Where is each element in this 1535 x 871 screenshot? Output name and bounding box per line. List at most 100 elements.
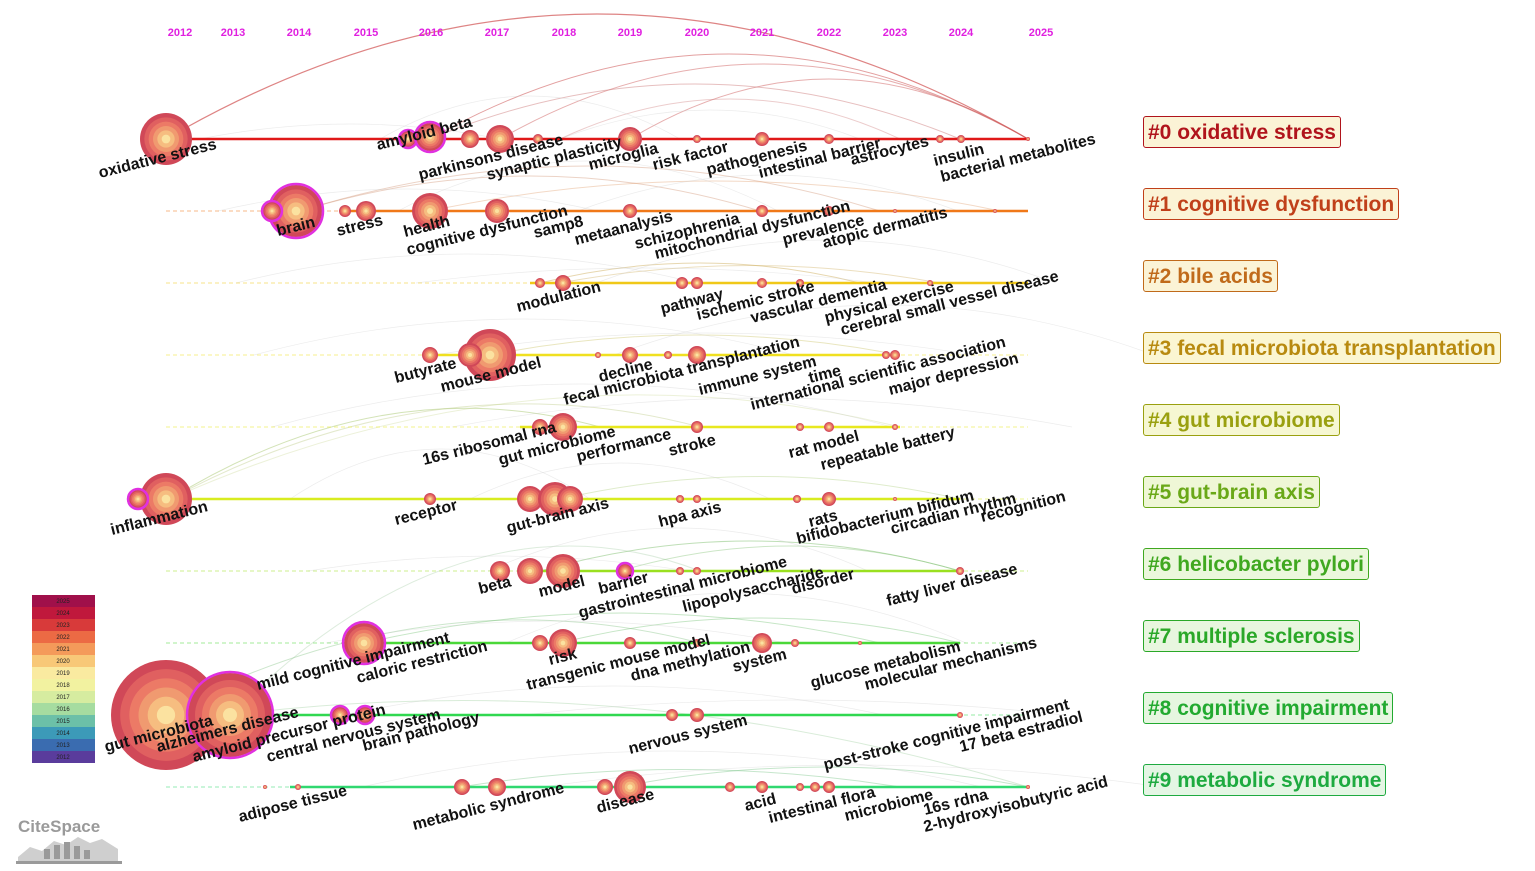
node-ring <box>427 134 433 140</box>
year-label: 2025 <box>1029 27 1053 39</box>
node-ring <box>156 705 176 725</box>
year-label: 2015 <box>354 27 378 39</box>
node-ring <box>344 210 346 212</box>
node-ring <box>696 642 698 644</box>
keyword-node <box>549 413 577 441</box>
node-ring <box>894 354 896 356</box>
keyword-node <box>557 486 583 512</box>
legend-year-label: 2024 <box>56 611 70 617</box>
keyword-label: risk <box>547 645 579 668</box>
node-ring <box>495 785 499 789</box>
node-ring <box>270 209 274 213</box>
node-ring <box>1027 138 1029 140</box>
citation-arc <box>165 13 1029 140</box>
keyword-node <box>882 351 890 359</box>
node-ring <box>696 498 698 500</box>
legend-swatch <box>32 727 95 739</box>
node-ring <box>959 714 961 716</box>
node-centrality-ring <box>185 670 275 760</box>
cluster-label: #8 cognitive impairment <box>1143 692 1394 724</box>
keyword-node <box>688 346 706 364</box>
citation-arc <box>429 83 961 140</box>
keyword-node <box>791 639 799 647</box>
keyword-node <box>532 419 548 435</box>
node-ring <box>538 641 542 645</box>
node-ring <box>223 708 237 722</box>
node-ring <box>428 353 432 357</box>
node-ring <box>696 570 698 572</box>
keyword-node <box>555 275 571 291</box>
citation-arc <box>397 160 779 212</box>
keyword-node <box>693 135 701 143</box>
node-ring <box>679 570 681 572</box>
keyword-node <box>464 329 516 381</box>
legend-swatch <box>32 619 95 631</box>
keyword-node <box>823 781 835 793</box>
keyword-node <box>822 492 836 506</box>
node-ring <box>695 713 699 717</box>
keyword-node <box>140 113 192 165</box>
keyword-node <box>517 486 543 512</box>
legend-year-label: 2015 <box>56 719 70 725</box>
citation-arc <box>577 174 959 212</box>
node-ring <box>828 138 830 140</box>
node-ring <box>552 496 558 502</box>
node-ring <box>360 639 368 647</box>
citation-arc <box>629 78 1029 140</box>
legend-swatch <box>32 667 95 679</box>
keyword-node <box>796 423 804 431</box>
citation-arc <box>415 267 877 284</box>
node-ring <box>629 642 631 644</box>
legend-swatch <box>32 703 95 715</box>
keyword-node <box>535 278 545 288</box>
keyword-node <box>422 347 438 363</box>
node-ring <box>827 497 831 501</box>
keyword-node <box>260 199 284 223</box>
keyword-node <box>458 343 482 367</box>
node-ring <box>994 210 996 212</box>
node-ring <box>794 642 796 644</box>
year-label: 2018 <box>552 27 576 39</box>
citation-arc <box>489 334 901 356</box>
keyword-node <box>693 495 701 503</box>
node-ring <box>161 494 171 504</box>
keyword-node <box>858 641 862 645</box>
legend-year-label: 2017 <box>56 695 70 701</box>
keyword-node <box>752 633 772 653</box>
node-ring <box>338 713 342 717</box>
node-centrality-ring <box>615 561 635 581</box>
year-color-legend: 2025202420232022202120202019201820172016… <box>32 595 95 763</box>
node-ring <box>729 786 731 788</box>
keyword-node <box>756 205 768 217</box>
node-ring <box>460 785 464 789</box>
citation-arc <box>169 394 901 500</box>
node-ring <box>679 498 681 500</box>
keyword-node <box>263 785 267 789</box>
keyword-label: beta <box>477 573 513 597</box>
node-ring <box>527 496 533 502</box>
citation-arc <box>235 253 697 284</box>
cluster-label: #5 gut-brain axis <box>1143 476 1320 508</box>
citation-arc <box>613 304 1155 356</box>
keyword-node <box>676 495 684 503</box>
keyword-node <box>796 279 804 287</box>
year-label: 2023 <box>883 27 907 39</box>
legend-year-label: 2018 <box>56 683 70 689</box>
legend-year-label: 2019 <box>56 671 70 677</box>
keyword-label: hpa axis <box>657 499 723 531</box>
keyword-node <box>329 704 351 726</box>
keyword-node <box>1026 137 1030 141</box>
year-label: 2016 <box>419 27 443 39</box>
node-ring <box>960 138 962 140</box>
keyword-node <box>936 135 944 143</box>
year-label: 2017 <box>485 27 509 39</box>
legend-year-label: 2016 <box>56 707 70 713</box>
legend-swatch <box>32 691 95 703</box>
node-ring <box>671 714 673 716</box>
legend-year-label: 2023 <box>56 623 70 629</box>
keyword-node <box>488 778 506 796</box>
year-label: 2022 <box>817 27 841 39</box>
legend-year-label: 2021 <box>56 647 70 653</box>
